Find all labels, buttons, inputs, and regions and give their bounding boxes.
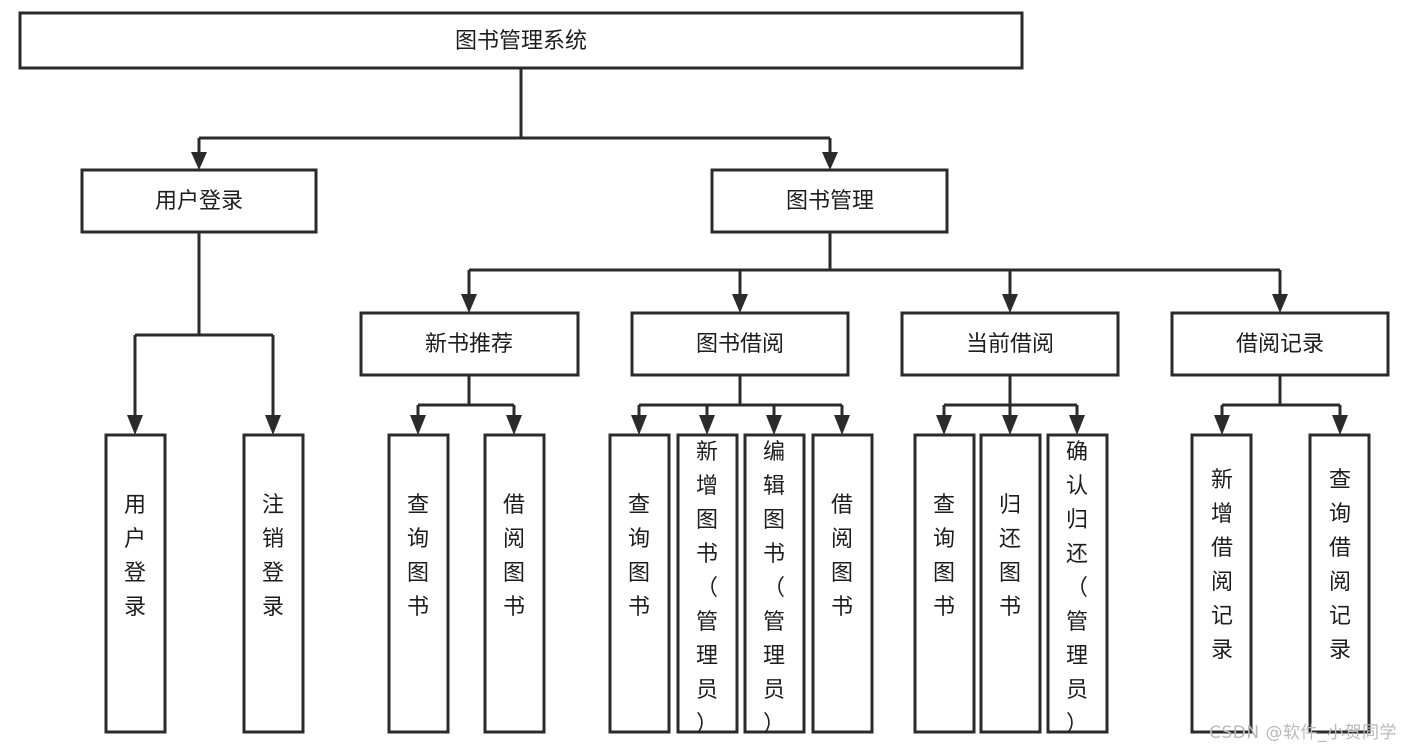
node-leaf-add-record-box[interactable] [1190,433,1253,734]
node-leaf-add-book-label: 新增图书（管理员） [696,440,718,737]
node-current-borrow-label: 当前借阅 [966,332,1054,357]
node-user-login-box[interactable] [80,168,318,234]
node-leaf-query-record-box[interactable] [1308,433,1371,734]
arrow-head-leaf-query-record [1332,415,1348,435]
node-leaf-logout-login[interactable]: 注销登录 [242,433,305,734]
node-borrow-record-box[interactable] [1170,311,1390,377]
connector-group-current-borrow [936,375,1085,435]
node-book-borrow-box[interactable] [630,311,850,377]
node-leaf-query-book-1[interactable]: 查询图书 [387,433,450,734]
node-new-book-recommend[interactable]: 新书推荐 [359,311,580,377]
node-borrow-record[interactable]: 借阅记录 [1170,311,1390,377]
arrow-head-leaf-borrow-book-1 [506,415,522,435]
node-current-borrow-box[interactable] [900,311,1120,377]
node-leaf-edit-book[interactable]: 编辑图书（管理员） [743,433,806,737]
node-leaf-borrow-book-2-box[interactable] [811,433,874,734]
node-leaf-query-book-2[interactable]: 查询图书 [608,433,671,734]
arrow-head-leaf-query-book-2 [631,415,647,435]
node-leaf-borrow-book-1[interactable]: 借阅图书 [483,433,546,734]
node-leaf-logout-login-label: 注销登录 [262,493,284,620]
node-leaf-query-book-3-box[interactable] [913,433,976,734]
node-new-book-recommend-box[interactable] [359,311,580,377]
node-leaf-logout-login-box[interactable] [242,433,305,734]
arrow-head-leaf-query-book-3 [936,415,952,435]
connector-group-user-login [127,232,281,435]
node-leaf-edit-book-box[interactable] [743,433,806,734]
node-book-borrow-label: 图书借阅 [696,332,784,357]
node-borrow-record-label: 借阅记录 [1236,332,1324,357]
node-leaf-confirm-return[interactable]: 确认归还（管理员） [1046,433,1109,737]
node-leaf-borrow-book-2-label: 借阅图书 [831,493,853,620]
arrow-head-book-management [822,152,838,170]
node-leaf-add-book[interactable]: 新增图书（管理员） [676,433,739,737]
node-user-login[interactable]: 用户登录 [80,168,318,234]
node-leaf-return-book-label: 归还图书 [999,493,1021,620]
node-new-book-recommend-label: 新书推荐 [425,332,513,357]
node-user-login-label: 用户登录 [155,189,243,214]
node-leaf-query-book-1-box[interactable] [387,433,450,734]
node-leaf-query-record[interactable]: 查询借阅记录 [1308,433,1371,734]
node-leaf-add-record[interactable]: 新增借阅记录 [1190,433,1253,734]
node-book-management-label: 图书管理 [786,189,874,214]
connector-group-root [191,68,838,170]
node-leaf-query-book-3[interactable]: 查询图书 [913,433,976,734]
node-leaf-user-login[interactable]: 用户登录 [104,433,167,734]
arrow-head-book-borrow [732,294,748,313]
node-book-management-box[interactable] [710,168,949,234]
node-leaf-query-book-1-label: 查询图书 [407,493,429,620]
arrow-head-leaf-add-record [1214,415,1230,435]
arrow-head-leaf-confirm-return [1069,415,1085,435]
node-leaf-add-record-label: 新增借阅记录 [1211,468,1233,663]
connector-group-borrow-record [1214,375,1348,435]
arrow-head-leaf-add-book [699,415,715,435]
node-leaf-borrow-book-2[interactable]: 借阅图书 [811,433,874,734]
node-leaf-query-book-2-box[interactable] [608,433,671,734]
node-leaf-user-login-label: 用户登录 [124,493,146,620]
node-leaf-add-book-box[interactable] [676,433,739,734]
node-root[interactable]: 图书管理系统 [18,11,1024,70]
arrow-head-leaf-borrow-book-2 [834,415,850,435]
node-leaf-borrow-book-1-label: 借阅图书 [503,493,525,620]
arrow-head-borrow-record [1272,294,1288,313]
node-book-management[interactable]: 图书管理 [710,168,949,234]
node-leaf-confirm-return-label: 确认归还（管理员） [1066,440,1088,737]
node-leaf-confirm-return-box[interactable] [1046,433,1109,734]
arrow-head-leaf-logout-login [265,415,281,435]
arrow-head-user-login [191,152,207,170]
connector-group-book-management [461,232,1288,313]
node-leaf-return-book-box[interactable] [979,433,1042,734]
arrow-head-leaf-query-book-1 [410,415,426,435]
node-leaf-query-book-3-label: 查询图书 [933,493,955,620]
node-root-box[interactable] [18,11,1024,70]
connector-group-new-book-recommend [410,375,522,435]
connector-group-book-borrow [631,375,850,435]
arrow-head-leaf-edit-book [766,415,782,435]
node-book-borrow[interactable]: 图书借阅 [630,311,850,377]
node-leaf-borrow-book-1-box[interactable] [483,433,546,734]
arrow-head-leaf-user-login [127,415,143,435]
node-leaf-edit-book-label: 编辑图书（管理员） [763,440,785,737]
node-leaf-return-book[interactable]: 归还图书 [979,433,1042,734]
node-current-borrow[interactable]: 当前借阅 [900,311,1120,377]
node-leaf-query-record-label: 查询借阅记录 [1329,468,1351,663]
arrow-head-leaf-return-book [1002,415,1018,435]
node-leaf-query-book-2-label: 查询图书 [628,493,650,620]
node-root-label: 图书管理系统 [455,29,587,54]
csdn-watermark: CSDN @软件_小贺同学 [1209,723,1397,743]
arrow-head-new-book-recommend [461,294,477,313]
arrow-head-current-borrow [1002,294,1018,313]
node-leaf-user-login-box[interactable] [104,433,167,734]
